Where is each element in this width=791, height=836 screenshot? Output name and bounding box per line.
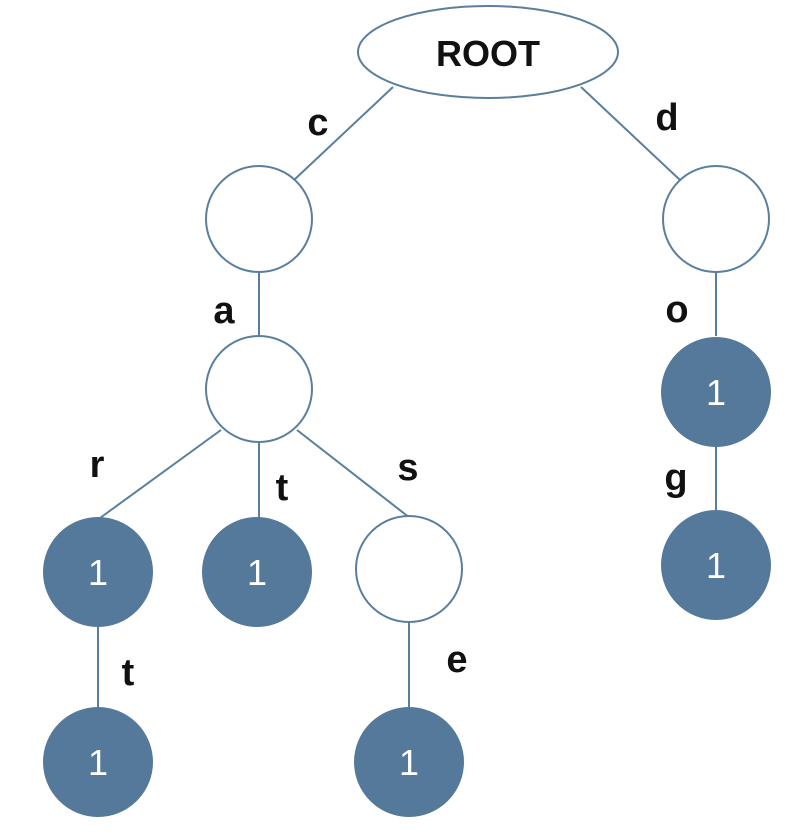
node-dog: 1 [661, 510, 771, 620]
count-car: 1 [88, 552, 108, 593]
edge-label-s: s [397, 447, 418, 489]
count-cat: 1 [247, 552, 267, 593]
edge-root-d [580, 86, 681, 181]
node-d [662, 165, 770, 273]
edge-label-g: g [664, 457, 687, 499]
edge-label-o: o [665, 289, 688, 331]
count-cart: 1 [88, 742, 108, 783]
edge-a-s [296, 429, 411, 519]
count-case: 1 [399, 742, 419, 783]
edge-label-r: r [90, 444, 105, 486]
edge-a-r [99, 429, 222, 519]
edge-label-d: d [655, 97, 678, 139]
edge-label-t-low: t [122, 652, 135, 694]
node-cart: 1 [43, 707, 153, 817]
count-dog: 1 [706, 545, 726, 586]
node-case: 1 [354, 707, 464, 817]
edge-root-c [293, 86, 394, 181]
node-ca [205, 335, 313, 443]
node-car: 1 [43, 517, 153, 627]
root-node: ROOT [357, 5, 619, 99]
node-cat: 1 [202, 517, 312, 627]
edge-label-a: a [213, 290, 235, 332]
root-label: ROOT [436, 33, 540, 74]
node-c [205, 165, 313, 273]
edge-label-t-mid: t [276, 467, 289, 509]
node-cas [355, 515, 463, 623]
edge-label-e: e [446, 639, 467, 681]
node-do: 1 [661, 337, 771, 447]
edge-label-c: c [307, 102, 328, 144]
count-do: 1 [706, 372, 726, 413]
